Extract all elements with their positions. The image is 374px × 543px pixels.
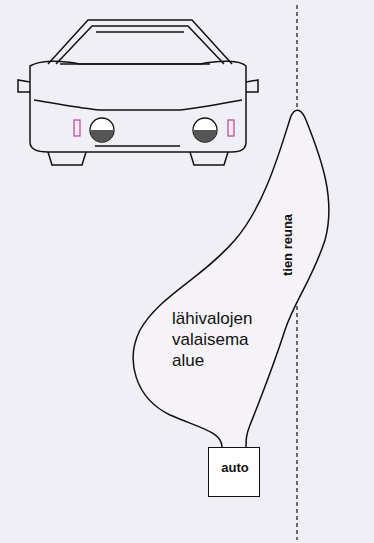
car-front (18, 20, 258, 165)
outline-shape (125, 105, 340, 447)
road-edge-label: tien reuna (281, 214, 295, 276)
node-text: lähivalojen valaisema alue (172, 308, 272, 371)
headlights (90, 118, 217, 142)
car-box: auto (208, 447, 260, 497)
lit-area-shape: lähivalojen valaisema alue (125, 105, 340, 447)
node-text: auto (209, 460, 261, 475)
side-lights (74, 120, 234, 136)
